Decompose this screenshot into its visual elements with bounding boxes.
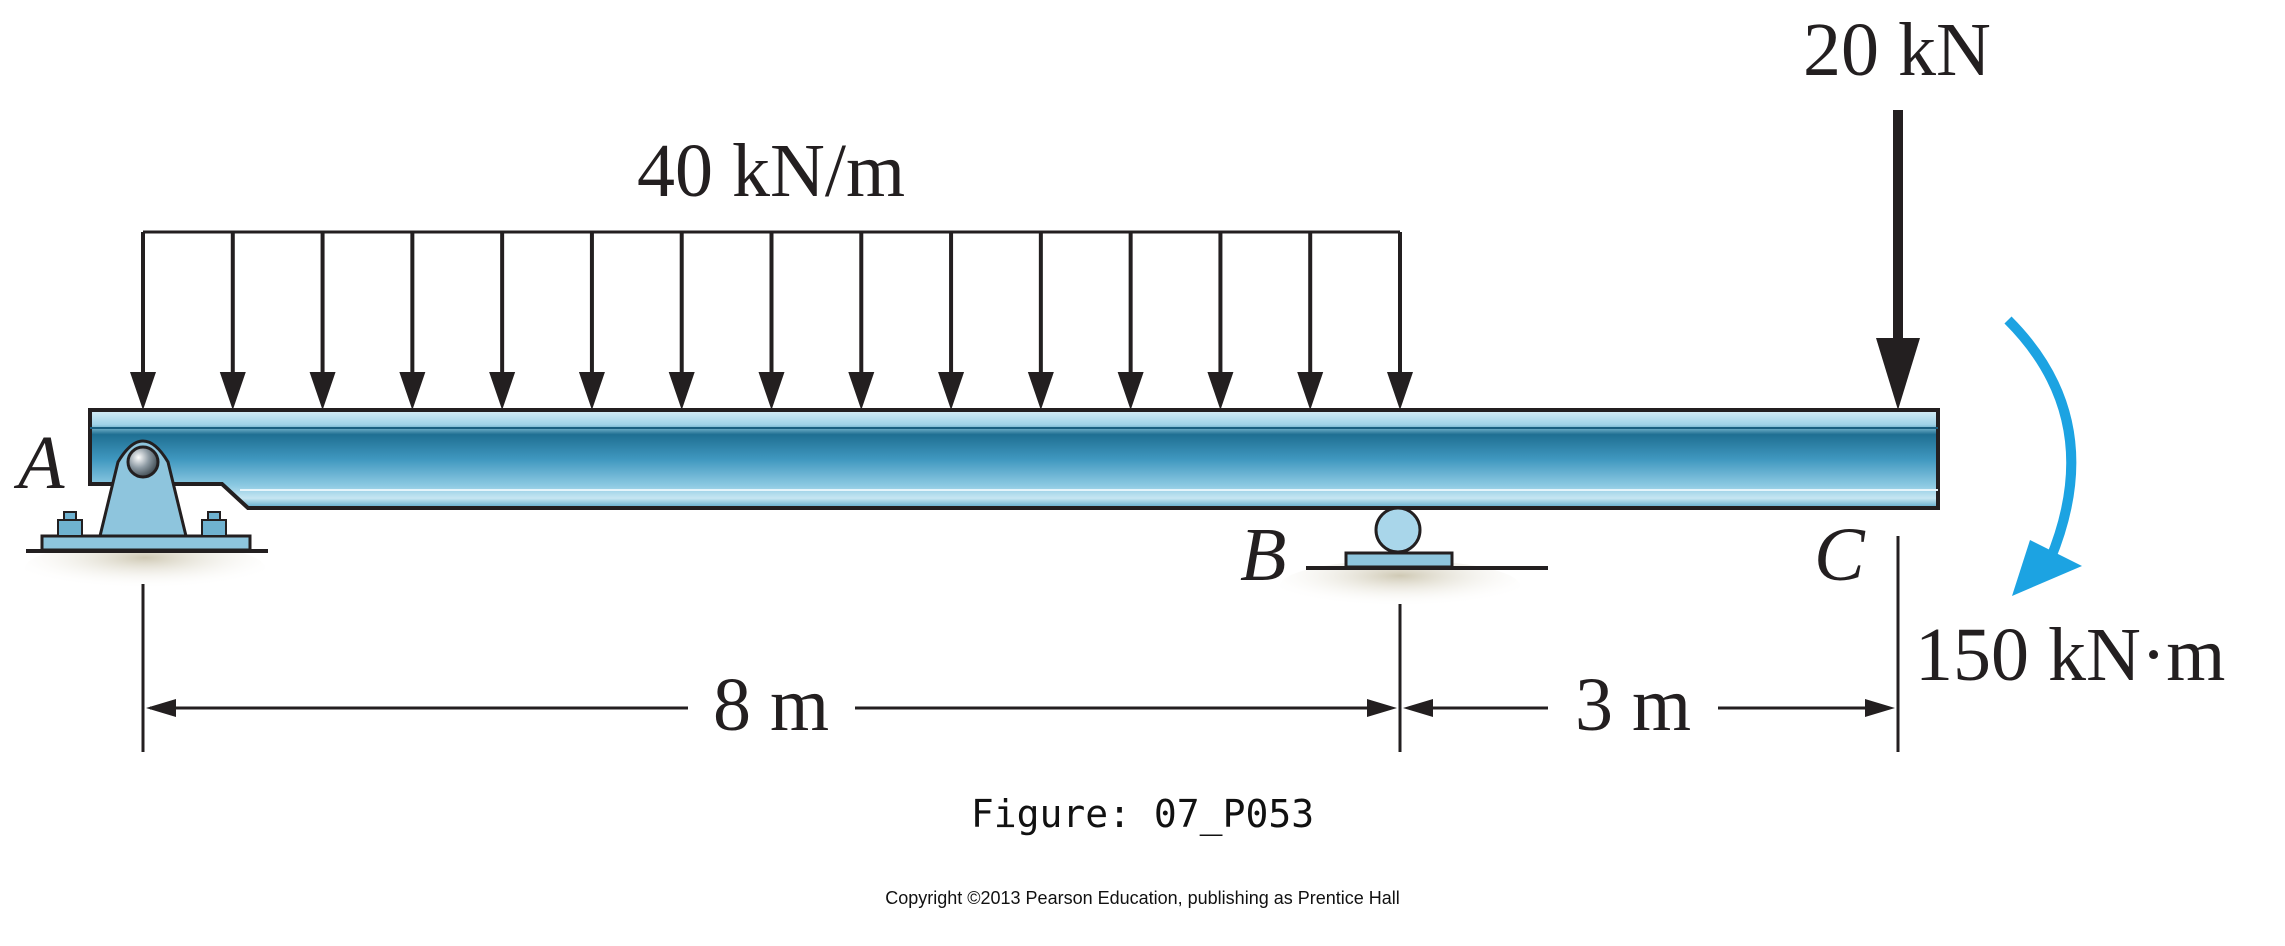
distributed-load [130, 230, 1413, 410]
udl-arrow-head [309, 372, 336, 410]
pin-support-icon [26, 439, 268, 553]
point-load-arrow [1876, 110, 1920, 410]
udl-arrow-head [130, 372, 156, 410]
udl-arrow-head [1297, 372, 1324, 410]
udl-arrows [130, 232, 1413, 410]
moment-arrow-icon [2004, 316, 2082, 596]
udl-arrow-head [938, 372, 965, 410]
udl-arrow-head [1117, 372, 1144, 410]
distributed-load-label: 40 kN/m [637, 129, 905, 213]
udl-arrow-head [399, 372, 426, 410]
udl-arrow-head [489, 372, 516, 410]
point-label-a: A [13, 421, 65, 505]
copyright-notice: Copyright ©2013 Pearson Education, publi… [885, 888, 1400, 908]
ground-shadow-a [25, 542, 265, 594]
udl-arrow-head [219, 372, 246, 410]
udl-arrow-head [1387, 372, 1413, 410]
dimension-label-bc: 3 m [1575, 663, 1691, 747]
dimension-arrowheads [146, 699, 1895, 717]
point-label-c: C [1814, 513, 1866, 597]
point-label-b: B [1240, 513, 1286, 597]
roller-support-icon [1306, 506, 1548, 570]
udl-arrow-head [578, 372, 605, 410]
figure-caption: Figure: 07_P053 [970, 792, 1315, 836]
udl-arrow-head [848, 372, 875, 410]
point-load-label: 20 kN [1803, 8, 1991, 92]
udl-arrow-head [668, 372, 695, 410]
udl-arrow-head [1027, 372, 1054, 410]
moment-label: 150 kN·m [1915, 613, 2225, 697]
dimension-label-ab: 8 m [713, 663, 829, 747]
ground-shadow-b [1280, 560, 1520, 612]
beam [88, 408, 1940, 510]
udl-arrow-head [758, 372, 785, 410]
udl-arrow-head [1207, 372, 1234, 410]
